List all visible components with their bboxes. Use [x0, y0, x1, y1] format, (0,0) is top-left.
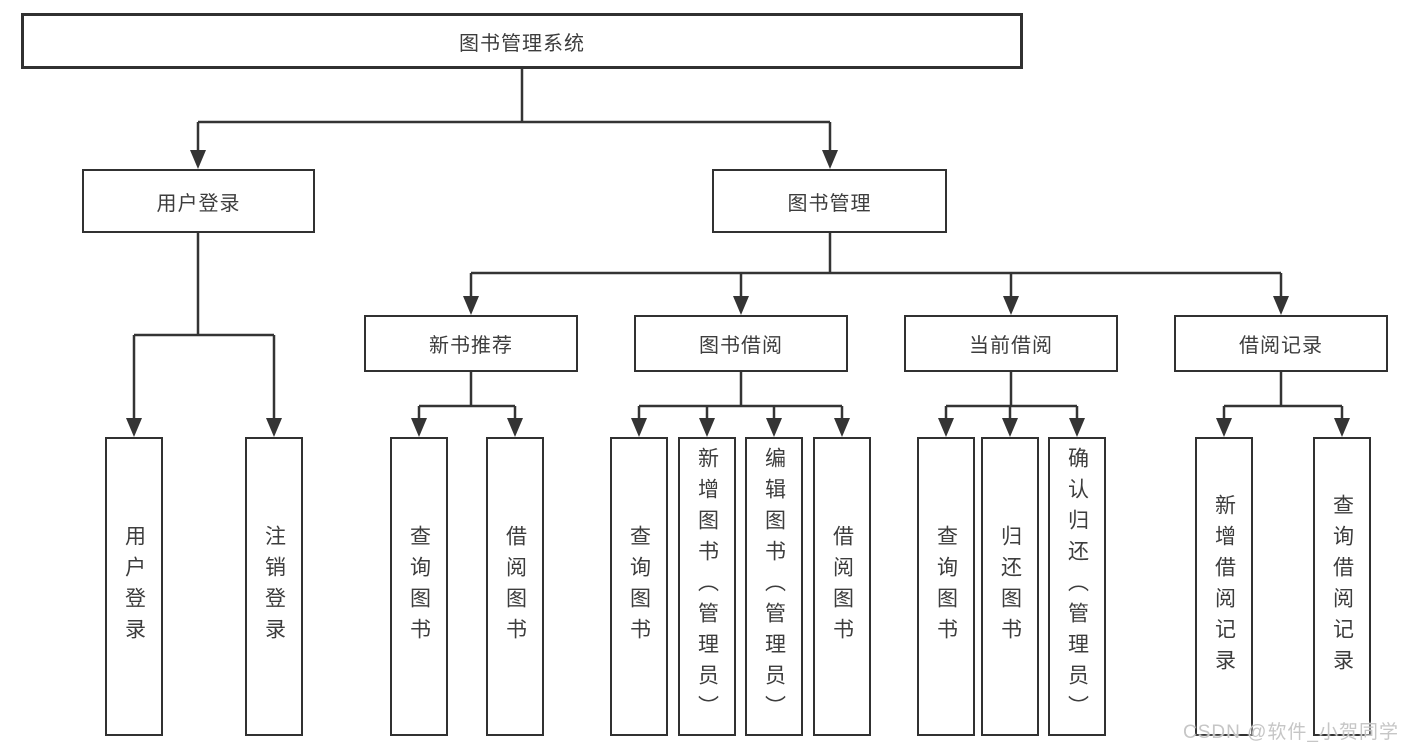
- node-new-book-recommend-label: 新书推荐: [429, 335, 513, 357]
- leaf-query-books-current: 查询图书: [917, 437, 975, 736]
- leaf-borrow-books-recommend: 借阅图书: [486, 437, 544, 736]
- node-book-borrow: 图书借阅: [634, 315, 848, 372]
- leaf-confirm-return-admin-label: 确认归还（管理员）: [1065, 447, 1089, 726]
- node-user-login: 用户登录: [82, 169, 315, 233]
- node-new-book-recommend: 新书推荐: [364, 315, 578, 372]
- node-book-management-label: 图书管理: [787, 192, 872, 215]
- leaf-query-books-recommend: 查询图书: [390, 437, 448, 736]
- leaf-add-books-admin-label: 新增图书（管理员）: [695, 447, 719, 726]
- leaf-return-books: 归还图书: [981, 437, 1039, 736]
- leaf-confirm-return-admin: 确认归还（管理员）: [1048, 437, 1106, 736]
- leaf-borrow-books: 借阅图书: [813, 437, 871, 736]
- connector-book-borrow-branch: [637, 372, 844, 422]
- connector-root-to-level2: [196, 69, 832, 154]
- leaf-logout-label: 注销登录: [262, 524, 286, 649]
- connector-current-borrow-branch: [944, 372, 1079, 422]
- leaf-query-books-current-label: 查询图书: [934, 524, 958, 649]
- leaf-return-books-label: 归还图书: [998, 524, 1022, 649]
- leaf-edit-books-admin-label: 编辑图书（管理员）: [762, 447, 786, 726]
- leaf-query-books-recommend-label: 查询图书: [407, 524, 431, 649]
- leaf-add-borrow-record-label: 新增借阅记录: [1212, 493, 1236, 680]
- leaf-query-borrow-record: 查询借阅记录: [1313, 437, 1371, 736]
- leaf-user-login: 用户登录: [105, 437, 163, 736]
- node-borrow-records: 借阅记录: [1174, 315, 1388, 372]
- leaf-borrow-books-label: 借阅图书: [830, 524, 854, 649]
- leaf-user-login-label: 用户登录: [122, 524, 146, 649]
- node-root-system-label: 图书管理系统: [459, 32, 585, 55]
- leaf-add-books-admin: 新增图书（管理员）: [678, 437, 736, 736]
- connector-new-book-branch: [417, 372, 517, 422]
- csdn-watermark: CSDN @软件_小贺同学: [1183, 722, 1399, 743]
- leaf-borrow-books-recommend-label: 借阅图书: [503, 524, 527, 649]
- connector-records-branch: [1222, 372, 1344, 422]
- node-borrow-records-label: 借阅记录: [1239, 335, 1323, 357]
- node-current-borrow-label: 当前借阅: [969, 335, 1053, 357]
- leaf-add-borrow-record: 新增借阅记录: [1195, 437, 1253, 736]
- node-root-system: 图书管理系统: [21, 13, 1023, 69]
- leaf-logout: 注销登录: [245, 437, 303, 736]
- node-book-borrow-label: 图书借阅: [699, 335, 783, 357]
- node-current-borrow: 当前借阅: [904, 315, 1118, 372]
- node-user-login-label: 用户登录: [156, 192, 241, 215]
- node-book-management: 图书管理: [712, 169, 947, 233]
- connector-book-mgmt-branch: [469, 233, 1283, 300]
- leaf-edit-books-admin: 编辑图书（管理员）: [745, 437, 803, 736]
- leaf-query-books-borrow-label: 查询图书: [627, 524, 651, 649]
- leaf-query-books-borrow: 查询图书: [610, 437, 668, 736]
- leaf-query-borrow-record-label: 查询借阅记录: [1330, 493, 1354, 680]
- connector-user-login-branch: [132, 233, 276, 422]
